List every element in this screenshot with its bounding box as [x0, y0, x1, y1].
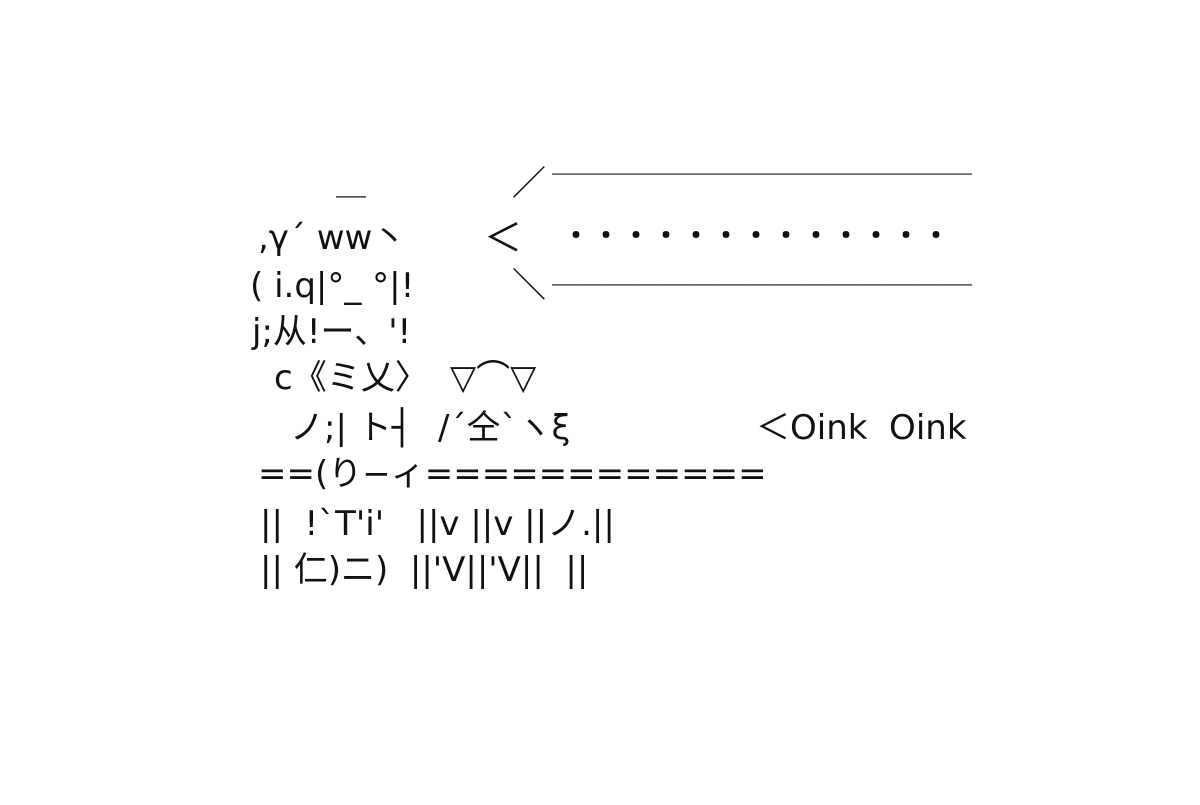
figure-body: c《ミ乂〉 [274, 358, 429, 398]
counter-legs-lower: || 仁)ニ) ||'V||'V|| || [260, 550, 589, 590]
figure-face: ( i.q|°_ °|! [250, 266, 415, 306]
figure-neck: j;从!ー、'! [252, 312, 412, 352]
figure-hair-top: ￣ [336, 196, 366, 231]
counter-top: ==(り−ィ============ [258, 454, 767, 494]
speech-bubble-dots: ・・・・・・・・・・・・・ [562, 219, 953, 252]
oink-speech-text: ＜Oink Oink [756, 408, 967, 448]
speech-bubble-pointer: ＜ [484, 216, 523, 260]
speech-bubble-bottom-border: ￣￣￣￣￣￣￣￣￣￣￣￣￣￣￣ [552, 283, 973, 316]
pig-ears: ▽⌒▽ [450, 358, 537, 398]
counter-legs-upper: || !`T'i' ||v ||v ||ノ.|| [260, 504, 615, 544]
figure-arm: ノ;| ト┤ [290, 408, 413, 448]
speech-bubble-top-slant: ／ [512, 164, 546, 204]
pig-face: /´仝`ヽξ [438, 408, 571, 448]
speech-bubble-bottom-slant: ＼ [512, 266, 546, 306]
figure-head: ,γ´ ww丶 [258, 218, 407, 258]
speech-bubble-top-border: ＿＿＿＿＿＿＿＿＿＿＿＿＿＿＿ [552, 145, 973, 178]
